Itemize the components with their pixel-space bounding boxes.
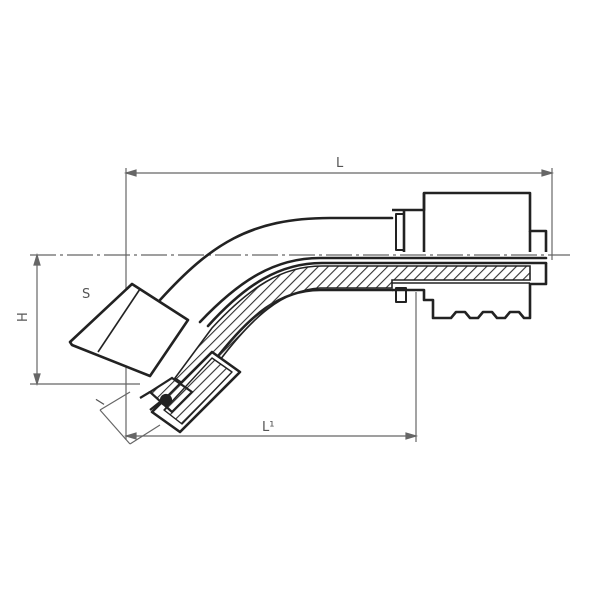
- nut-upper: [68, 282, 190, 378]
- label-i: I: [94, 397, 109, 408]
- dim-h-arrow-top: [33, 252, 41, 266]
- dim-h-arrow-bottom: [33, 373, 41, 387]
- swivel-nut: [68, 282, 242, 434]
- nut-upper-inner: [97, 288, 141, 353]
- ferrule-collar-top: [395, 213, 405, 251]
- dim-i-extension: [129, 424, 161, 445]
- seat-line-1: [139, 391, 151, 399]
- seat-o-ring: [159, 393, 173, 407]
- dim-l1-arrow-right: [405, 432, 419, 440]
- label-l: L: [336, 156, 344, 171]
- dim-l-arrow-left: [123, 169, 137, 177]
- dimension-lines: [30, 168, 570, 445]
- label-h: H: [16, 312, 31, 322]
- nipple-seat: [139, 376, 194, 414]
- label-s: S: [82, 287, 90, 302]
- tube-bore-upper: [198, 256, 548, 324]
- ferrule-top-outline: [392, 191, 548, 252]
- dim-l1-arrow-left: [123, 432, 137, 440]
- tube-outer-top: [158, 216, 394, 302]
- seat-line-2: [149, 401, 161, 411]
- dim-i-line: [99, 409, 131, 445]
- label-l1: L¹: [262, 420, 274, 435]
- dim-l-arrow-right: [541, 169, 555, 177]
- ferrule-bottom-outline: [392, 263, 548, 320]
- ferrule-collar-bottom: [395, 287, 407, 303]
- ferrule-body: [392, 191, 548, 320]
- tube-bore-lower: [206, 261, 548, 328]
- dim-i-extension-top: [99, 391, 131, 411]
